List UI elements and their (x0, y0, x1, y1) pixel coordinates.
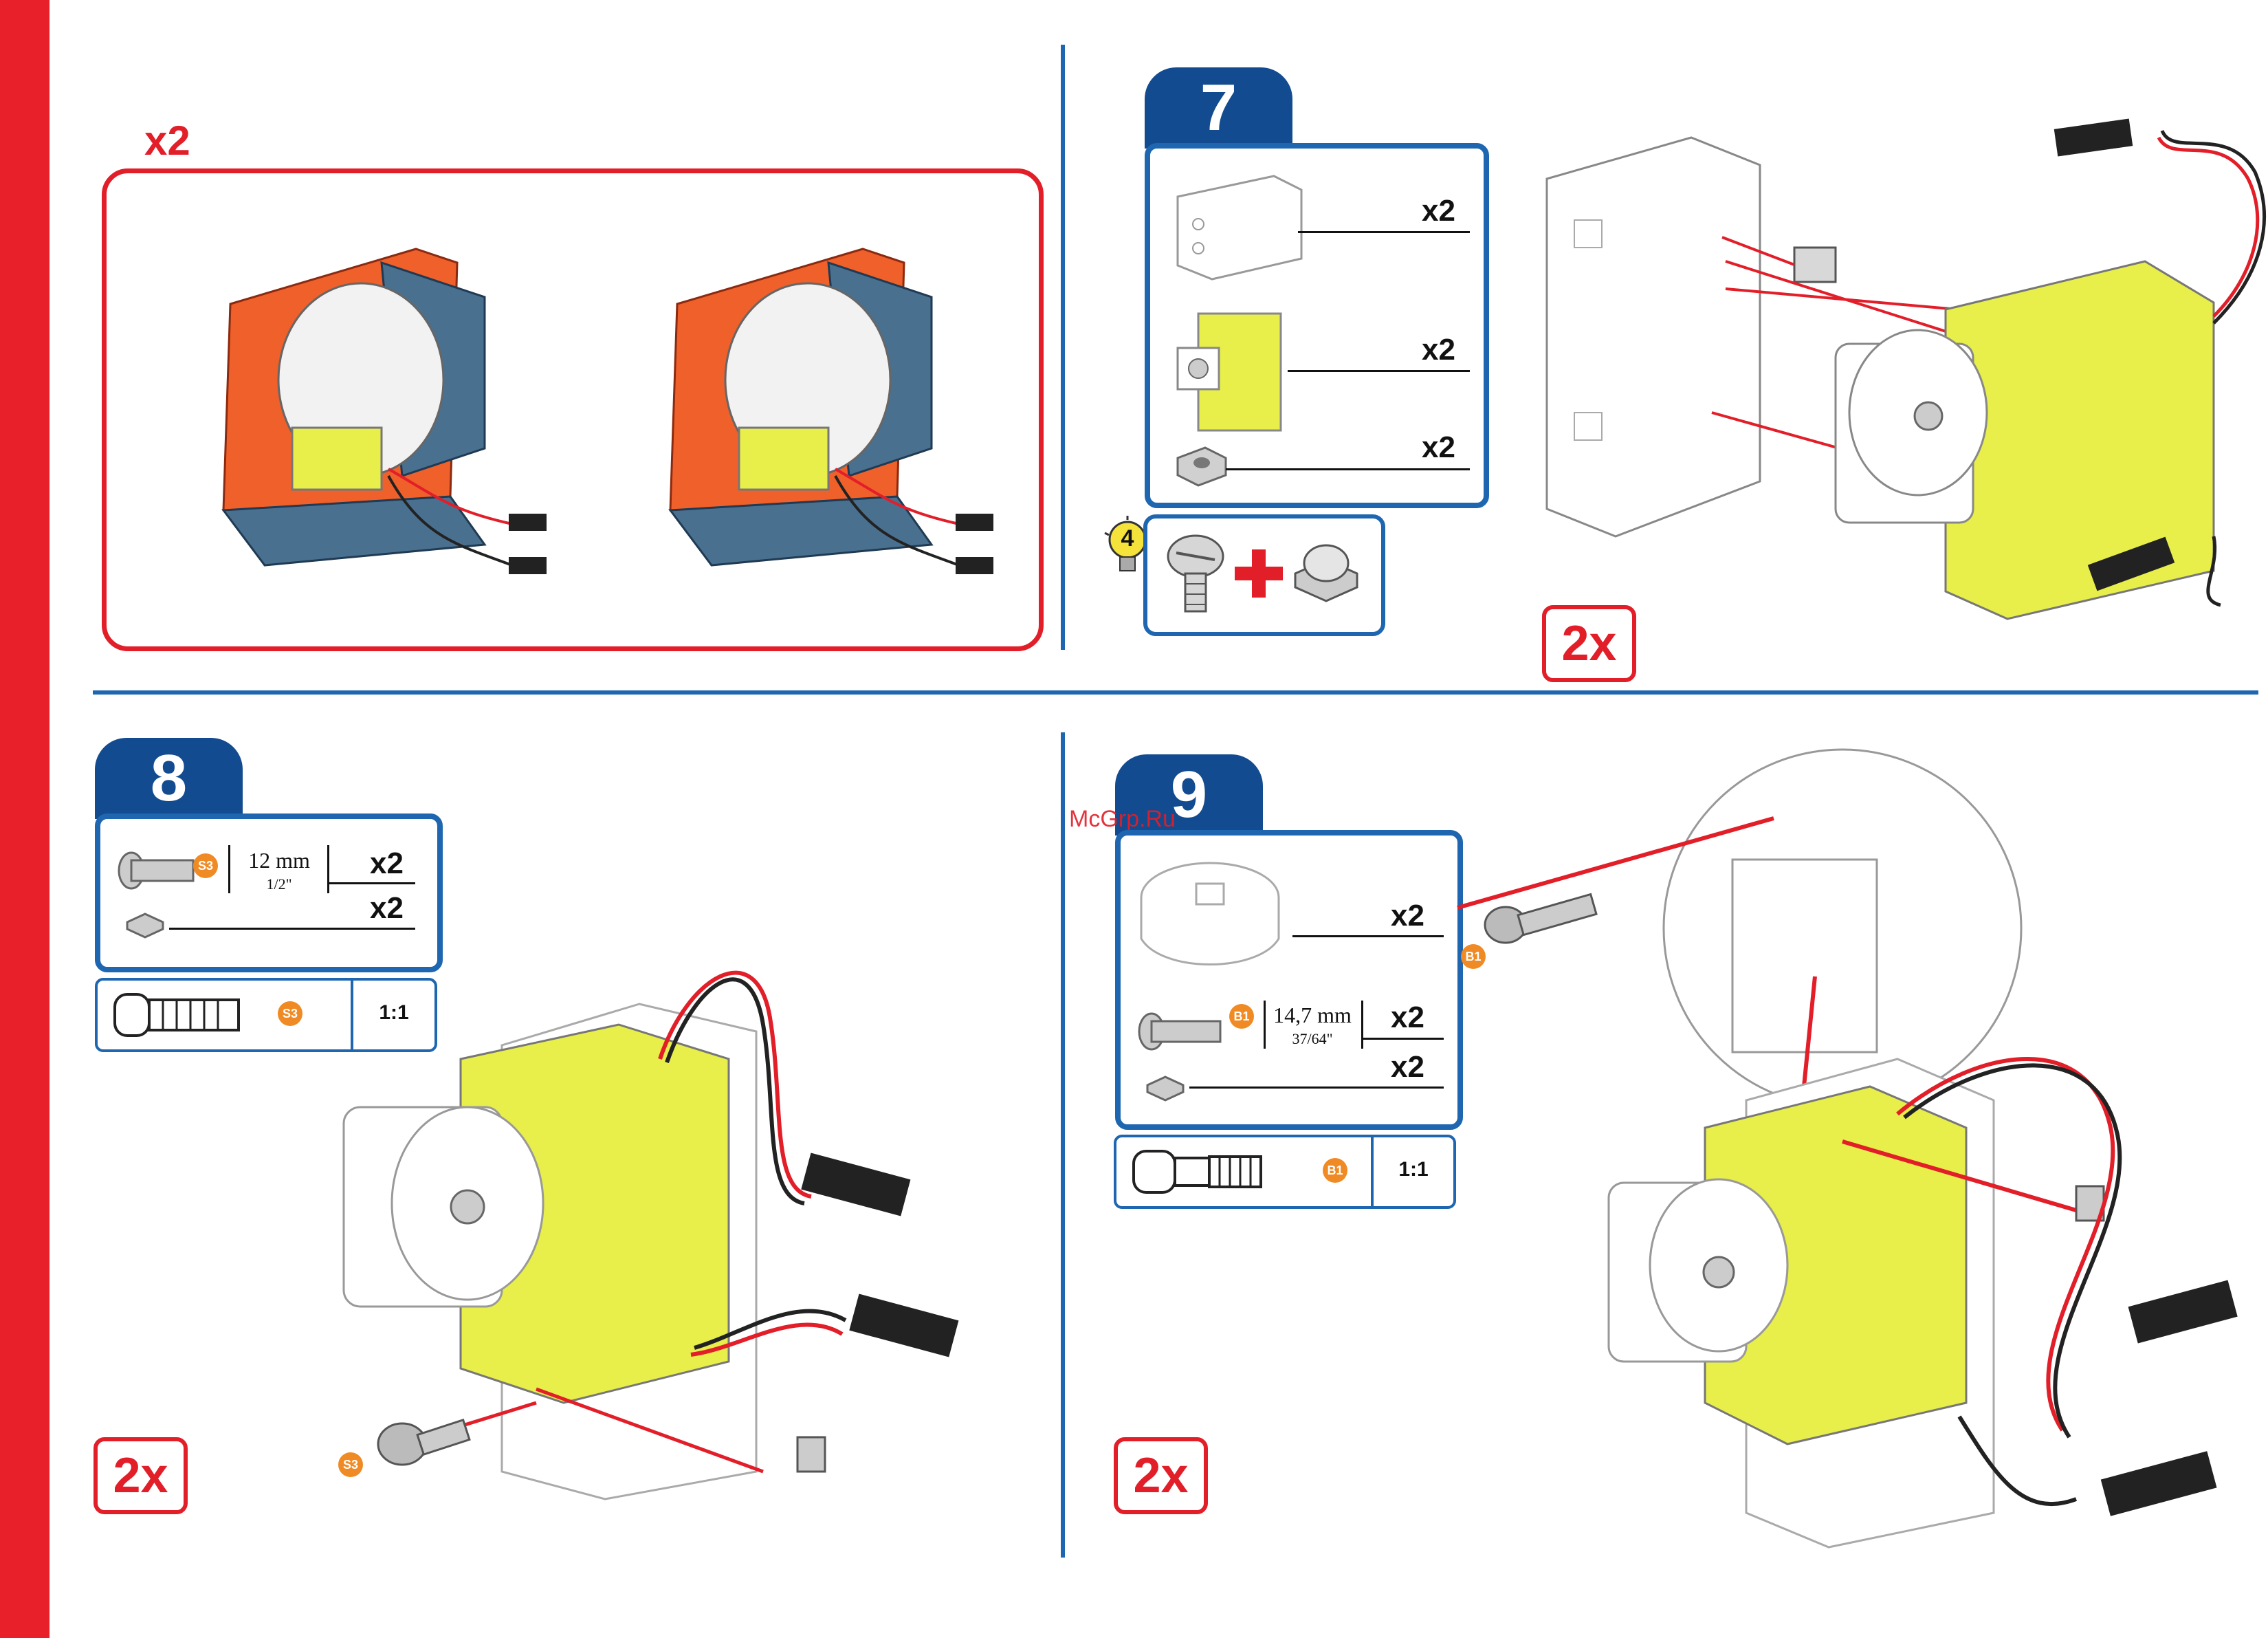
part-leader-line (1363, 1038, 1444, 1040)
part-quantity: x2 (1422, 194, 1455, 228)
screw-actual-size-icon (1130, 1144, 1268, 1199)
part-leader-line (329, 882, 415, 884)
part-quantity: x2 (1422, 333, 1455, 367)
tip-box (1143, 514, 1385, 636)
horizontal-divider (93, 690, 2258, 695)
part-leader-line (1292, 935, 1444, 937)
nut-icon (124, 910, 166, 940)
dimension-tick (228, 845, 230, 893)
step9-scale-box: B1 1:1 (1114, 1135, 1456, 1209)
screw-length-inches: 1/2" (231, 875, 327, 893)
screw-icon (118, 850, 200, 891)
repeat-multiplier: 2x (93, 1437, 188, 1514)
nut-quantity: x2 (370, 891, 404, 926)
step-number-7: 7 (1145, 67, 1292, 149)
screw-callout-badge: S3 (338, 1452, 363, 1477)
part-leader-line (1189, 1086, 1444, 1089)
nut-icon (1145, 1073, 1186, 1103)
screw-length-inches: 37/64" (1264, 1030, 1361, 1048)
repeat-multiplier: 2x (1542, 605, 1636, 682)
step7-exploded-view (1533, 124, 2255, 646)
vertical-divider-bottom (1061, 732, 1065, 1558)
servo-horn-icon (1134, 856, 1292, 973)
nut-quantity: x2 (1391, 1050, 1424, 1084)
step-number-8: 8 (95, 738, 243, 819)
part-leader-line (1288, 370, 1470, 372)
screw-type-badge: B1 (1229, 1004, 1254, 1029)
left-edge-bar (0, 0, 49, 1638)
screw-quantity: x2 (1391, 1001, 1424, 1035)
nut-icon (1174, 441, 1229, 489)
step7-parts-list: x2 x2 x2 (1145, 143, 1489, 508)
servo-motor-icon (1171, 307, 1288, 437)
scale-ratio: 1:1 (1374, 1158, 1453, 1181)
screw-quantity: x2 (370, 847, 404, 881)
screw-type-badge: S3 (193, 853, 218, 878)
step8-assembly-view (330, 949, 983, 1499)
part-quantity: x2 (1422, 430, 1455, 465)
assembly-illustration-2 (574, 221, 1014, 579)
part-leader-line (169, 928, 415, 930)
assembly-illustration-1 (127, 221, 567, 579)
part-leader-line (1226, 468, 1470, 470)
scale-badge: B1 (1323, 1158, 1347, 1183)
vertical-divider-top (1061, 45, 1065, 650)
screw-length: 14,7 mm (1264, 1003, 1361, 1028)
assembly-preview-frame (102, 168, 1044, 651)
screw-actual-size-icon (111, 987, 249, 1042)
step9-parts-list: x2 B1 14,7 mm 37/64" x2 x2 (1115, 830, 1463, 1130)
servo-bracket-icon (1171, 169, 1308, 286)
dimension-tick (327, 845, 329, 893)
screw-length: 12 mm (231, 848, 327, 873)
assembly-quantity: x2 (144, 117, 190, 164)
plus-icon (1231, 546, 1286, 601)
step9-assembly-view (1457, 743, 2248, 1554)
screw-icon (1138, 1011, 1227, 1052)
scale-badge: S3 (278, 1001, 302, 1026)
part-leader-line (1298, 231, 1470, 233)
screw-icon (1161, 532, 1230, 615)
watermark: McGrp.Ru (1069, 806, 1176, 833)
dimension-tick (1361, 1001, 1363, 1049)
nut-icon (1288, 532, 1364, 608)
screw-callout-badge: B1 (1461, 944, 1486, 969)
repeat-multiplier: 2x (1114, 1437, 1208, 1514)
part-quantity: x2 (1391, 899, 1424, 933)
